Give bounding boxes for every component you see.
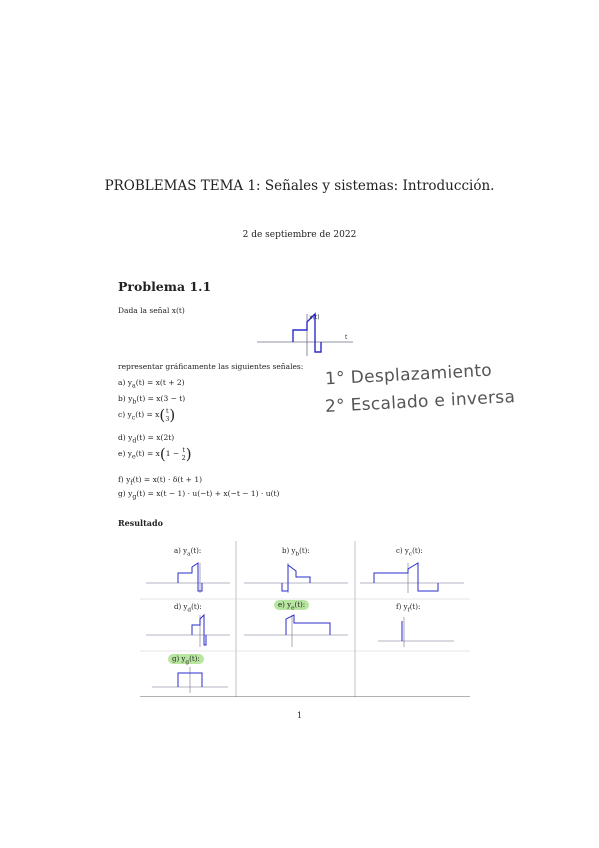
result-title-d: d) yd(t): (174, 603, 202, 614)
result-plot-f (378, 617, 454, 647)
item-f: f) yf(t) = x(t) · δ(t + 1) (118, 475, 203, 487)
item-g: g) yg(t) = x(t − 1) · u(−t) + x(−t − 1) … (118, 489, 280, 501)
result-title-f: f) yf(t): (396, 603, 421, 614)
result-title-b: b) yb(t): (282, 547, 310, 558)
page-number: 1 (296, 711, 303, 720)
page-title: PROBLEMAS TEMA 1: Señales y sistemas: In… (104, 178, 495, 194)
problem-intro: Dada la señal x(t) (118, 306, 185, 315)
results-heading: Resultado (118, 518, 163, 528)
item-d: d) yd(t) = x(2t) (118, 433, 175, 445)
result-plot-b (244, 563, 348, 593)
signal-label: x(t) (309, 314, 320, 321)
handwritten-note-2: 2° Escalado e inversa (324, 387, 516, 417)
highlight-g: g) yg(t): (168, 654, 204, 665)
signal-x-figure: x(t) t (257, 312, 353, 356)
item-b: b) yb(t) = x(3 − t) (118, 394, 186, 406)
problem-heading: Problema 1.1 (118, 279, 212, 294)
t-axis-label: t (345, 334, 348, 341)
result-title-c: c) yc(t): (396, 547, 423, 558)
highlight-e: e) ye(t): (274, 600, 310, 611)
handwritten-note-1: 1° Desplazamiento (324, 360, 493, 390)
result-plot-g (152, 667, 228, 693)
result-title-g: g) yg(t): (168, 654, 204, 665)
result-plot-e (244, 614, 348, 647)
result-title-e: e) ye(t): (274, 600, 310, 611)
result-plot-a (146, 562, 230, 593)
result-plot-c (360, 562, 464, 593)
results-grid: a) ya(t): b) yb(t): c) yc(t): d) yd(t): … (140, 541, 470, 697)
signal-trace (292, 312, 322, 353)
result-title-a: a) ya(t): (174, 547, 202, 558)
document-date: 2 de septiembre de 2022 (242, 230, 357, 240)
grid-lines (140, 541, 470, 697)
result-plot-d (146, 613, 230, 647)
item-a: a) ya(t) = x(t + 2) (118, 378, 185, 390)
problem-instruction: representar gráficamente las siguientes … (118, 362, 304, 371)
